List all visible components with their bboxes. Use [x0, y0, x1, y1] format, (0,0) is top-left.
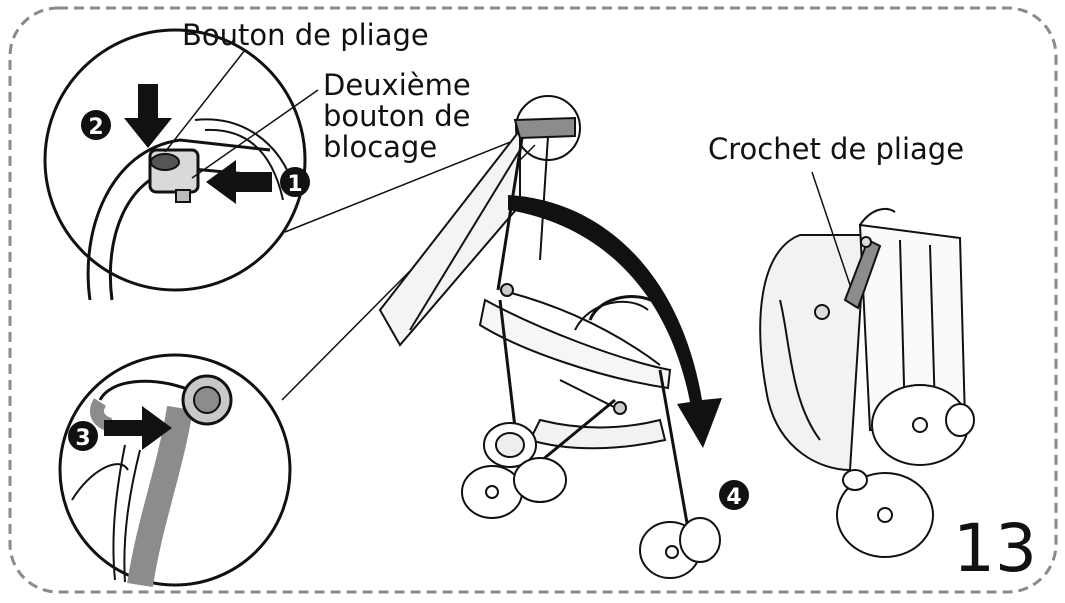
dashed-frame: [8, 6, 1058, 594]
leader-second-button: [191, 89, 319, 179]
step-marker-2-text: 2: [88, 115, 103, 140]
step-marker-2: 2: [81, 110, 111, 140]
leader-fold-hook: [811, 171, 851, 286]
arrow-down-icon: [124, 84, 172, 148]
step-marker-3: 3: [68, 421, 98, 451]
label-second-lock-button: Deuxième bouton de blocage: [323, 70, 471, 163]
label-fold-hook: Crochet de pliage: [708, 132, 965, 166]
label-second-lock-line-3: blocage: [323, 130, 438, 164]
stroller-unfolded: [378, 116, 721, 579]
handle-detail-circle: [515, 95, 581, 161]
zoom-circle-bottom: [58, 353, 292, 587]
fold-arrow-icon: [508, 195, 722, 448]
step-marker-1: 1: [280, 167, 310, 197]
leader-fold-button: [164, 49, 246, 153]
page-number: 13: [953, 510, 1037, 587]
stroller-folded: [759, 207, 975, 558]
zoom-circle-top: [43, 28, 307, 301]
label-fold-button: Bouton de pliage: [182, 18, 429, 52]
step-marker-1-text: 1: [287, 172, 302, 197]
step-marker-4: 4: [719, 480, 749, 510]
label-second-lock-line-1: Deuxième: [323, 68, 471, 102]
label-second-lock-line-2: bouton de: [323, 99, 471, 133]
arrow-right-icon: [104, 406, 172, 450]
connector-top: [284, 134, 529, 233]
step-marker-3-text: 3: [75, 426, 90, 451]
arrow-left-icon: [206, 160, 272, 204]
step-marker-4-text: 4: [726, 485, 741, 510]
